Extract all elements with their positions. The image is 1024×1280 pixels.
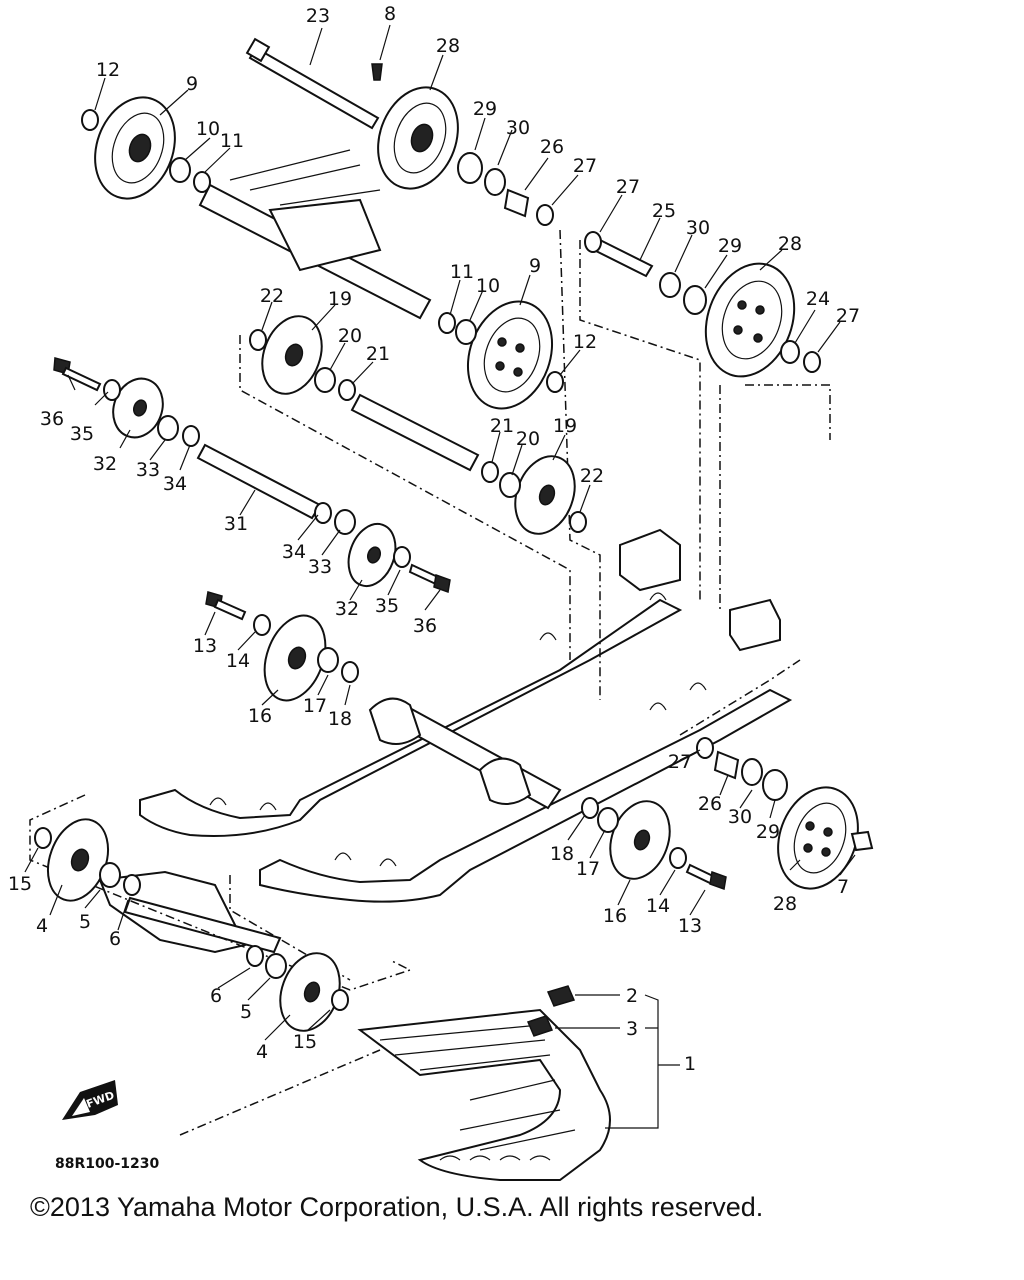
- wheel-32-right: [347, 523, 397, 587]
- exploded-parts-diagram: FWD 88R100-1230 238281291011293026272725…: [8, 3, 874, 1181]
- callout-26: 26: [540, 136, 564, 158]
- callout-6: 6: [109, 928, 121, 950]
- callout-7: 7: [837, 876, 849, 898]
- callout-19: 19: [328, 288, 352, 310]
- callout-13: 13: [678, 915, 702, 937]
- callout-27: 27: [616, 176, 640, 198]
- callout-36: 36: [413, 615, 437, 637]
- callout-16: 16: [248, 705, 272, 727]
- callout-15: 15: [8, 873, 32, 895]
- copyright-notice: ©2013 Yamaha Motor Corporation, U.S.A. A…: [30, 1192, 764, 1222]
- callout-31: 31: [224, 513, 248, 535]
- callout-11: 11: [450, 261, 474, 283]
- callout-9: 9: [186, 73, 198, 95]
- callout-10: 10: [196, 118, 220, 140]
- callout-23: 23: [306, 5, 330, 27]
- small-parts: [34, 63, 874, 1011]
- callout-34: 34: [282, 541, 306, 563]
- wheel-16-left: [263, 614, 327, 702]
- callout-4: 4: [256, 1041, 268, 1063]
- leader-lines: [24, 24, 856, 1129]
- callout-22: 22: [580, 465, 604, 487]
- wheel-9-upper-left: [94, 96, 176, 200]
- callout-14: 14: [646, 895, 670, 917]
- wheel-32-left: [112, 377, 164, 439]
- callout-36: 36: [40, 408, 64, 430]
- callout-28: 28: [778, 233, 802, 255]
- callout-1: 1: [684, 1053, 696, 1075]
- callout-17: 17: [303, 695, 327, 717]
- callout-21: 21: [366, 343, 390, 365]
- callout-20: 20: [338, 325, 362, 347]
- callout-28: 28: [773, 893, 797, 915]
- callout-11: 11: [220, 130, 244, 152]
- callout-14: 14: [226, 650, 250, 672]
- callout-35: 35: [375, 595, 399, 617]
- callout-33: 33: [308, 556, 332, 578]
- callout-9: 9: [529, 255, 541, 277]
- callout-30: 30: [506, 117, 530, 139]
- callout-32: 32: [93, 453, 117, 475]
- callout-27: 27: [573, 155, 597, 177]
- wheel-28-upper: [377, 86, 459, 190]
- callout-2: 2: [626, 985, 638, 1007]
- callout-26: 26: [698, 793, 722, 815]
- callout-32: 32: [335, 598, 359, 620]
- callout-16: 16: [603, 905, 627, 927]
- callout-29: 29: [756, 821, 780, 843]
- callout-30: 30: [728, 806, 752, 828]
- callout-15: 15: [293, 1031, 317, 1053]
- callout-18: 18: [328, 708, 352, 730]
- callout-35: 35: [70, 423, 94, 445]
- callout-18: 18: [550, 843, 574, 865]
- callout-12: 12: [573, 331, 597, 353]
- wheel-19-right: [514, 455, 576, 535]
- callout-6: 6: [210, 985, 222, 1007]
- dashed-assembly-outlines: [29, 229, 831, 1136]
- callout-24: 24: [806, 288, 830, 310]
- callout-33: 33: [136, 459, 160, 481]
- callout-4: 4: [36, 915, 48, 937]
- callout-20: 20: [516, 428, 540, 450]
- callout-22: 22: [260, 285, 284, 307]
- callout-10: 10: [476, 275, 500, 297]
- callout-13: 13: [193, 635, 217, 657]
- callout-30: 30: [686, 217, 710, 239]
- wheel-4-right: [279, 952, 341, 1032]
- track-assembly: [357, 985, 611, 1181]
- callout-25: 25: [652, 200, 676, 222]
- wheel-9-center: [466, 300, 554, 410]
- callout-8: 8: [384, 3, 396, 25]
- callout-5: 5: [79, 911, 91, 933]
- callout-29: 29: [473, 98, 497, 120]
- callout-21: 21: [490, 415, 514, 437]
- callout-3: 3: [626, 1018, 638, 1040]
- wheel-28-lower: [777, 786, 859, 890]
- callout-29: 29: [718, 235, 742, 257]
- callout-34: 34: [163, 473, 187, 495]
- wheel-16-right: [609, 800, 671, 880]
- wheels: [47, 86, 859, 1032]
- callout-27: 27: [668, 751, 692, 773]
- callout-17: 17: [576, 858, 600, 880]
- callout-27: 27: [836, 305, 860, 327]
- callout-28: 28: [436, 35, 460, 57]
- callout-12: 12: [96, 59, 120, 81]
- fwd-arrow-badge: FWD: [62, 1080, 118, 1120]
- callout-5: 5: [240, 1001, 252, 1023]
- reference-code: 88R100-1230: [55, 1156, 160, 1172]
- callout-19: 19: [553, 415, 577, 437]
- wheel-28-right: [704, 262, 796, 378]
